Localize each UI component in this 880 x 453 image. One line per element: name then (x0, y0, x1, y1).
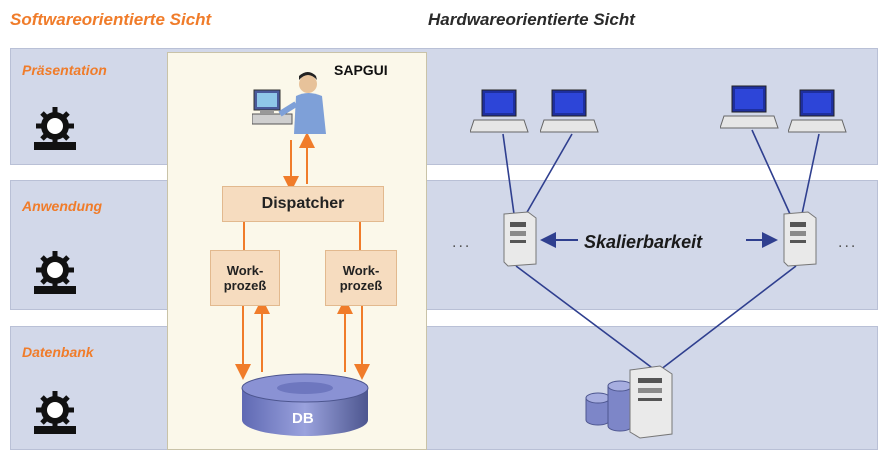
work-process-label-line1: Work- (226, 263, 264, 278)
software-view-title: Softwareorientierte Sicht (10, 10, 212, 29)
database-server-icon (585, 365, 673, 439)
laptop-icon (470, 89, 529, 133)
server-icon (503, 211, 537, 267)
presentation-layer-label: Präsentation (22, 62, 107, 78)
laptop-icon (720, 85, 779, 129)
database-cylinder-icon (241, 373, 369, 436)
work-process-label-line2: prozeß (223, 278, 267, 293)
work-process-label-line1: Work- (342, 263, 380, 278)
database-layer-label: Datenbank (22, 344, 94, 360)
gear-icon (34, 391, 76, 434)
scalability-label: Skalierbarkeit (584, 232, 703, 252)
sapgui-label: SAPGUI (334, 62, 388, 78)
gear-icon (34, 251, 76, 294)
work-process-box-1: Work- prozeß (210, 250, 280, 306)
work-process-label-line2: prozeß (339, 278, 383, 293)
server-icon (783, 211, 817, 267)
work-process-box-2: Work- prozeß (325, 250, 397, 306)
dispatcher-box: Dispatcher (222, 186, 384, 222)
laptop-icon (788, 89, 847, 133)
user-workstation-icon (252, 72, 326, 134)
database-label: DB (292, 410, 314, 427)
database-band (10, 326, 878, 450)
application-band (10, 180, 878, 310)
laptop-icon (540, 89, 599, 133)
ellipsis-left: ... (452, 234, 472, 251)
hardware-view-title: Hardwareorientierte Sicht (428, 10, 635, 29)
ellipsis-right: ... (838, 234, 858, 251)
application-layer-label: Anwendung (22, 198, 103, 214)
gear-icon (34, 107, 76, 150)
